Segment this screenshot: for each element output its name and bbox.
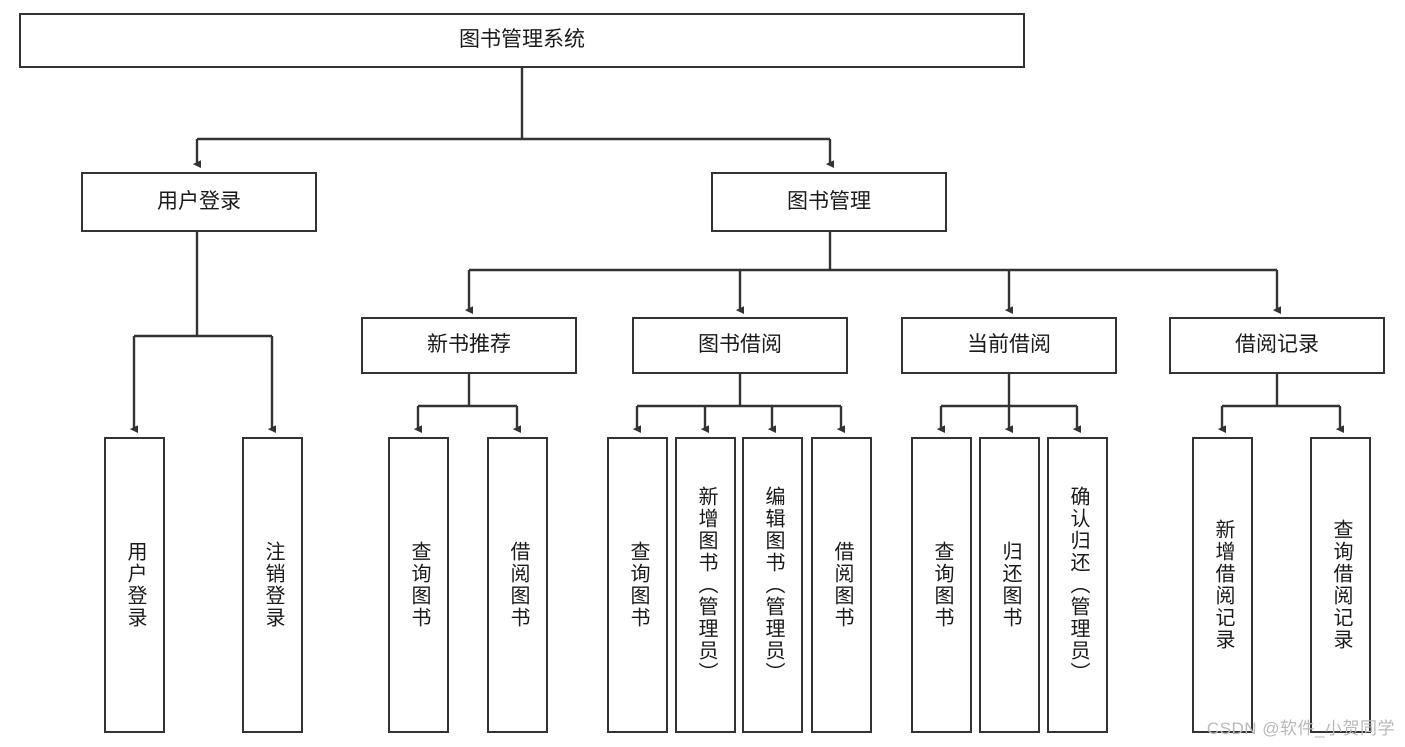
node-leaf-query-book-3-label: 查询图书: [931, 541, 953, 629]
node-book-borrow-label: 图书借阅: [698, 333, 782, 357]
node-leaf-borrow-book-1-label: 借阅图书: [507, 541, 529, 629]
node-user-login-label: 用户登录: [157, 189, 241, 213]
node-leaf-edit-book[interactable]: 编辑图书（管理员）: [742, 437, 803, 733]
node-leaf-borrow-book-2[interactable]: 借阅图书: [811, 437, 872, 733]
node-leaf-add-book[interactable]: 新增图书（管理员）: [675, 437, 736, 733]
node-leaf-query-book-2[interactable]: 查询图书: [607, 437, 668, 733]
node-borrow-record-label: 借阅记录: [1235, 333, 1319, 357]
node-leaf-borrow-book-2-label: 借阅图书: [831, 541, 853, 629]
node-book-borrow[interactable]: 图书借阅: [632, 317, 848, 374]
node-leaf-logout-login[interactable]: 注销登录: [242, 437, 303, 733]
node-new-book-recommend-label: 新书推荐: [427, 333, 511, 357]
node-leaf-return-book[interactable]: 归还图书: [979, 437, 1040, 733]
node-book-management[interactable]: 图书管理: [711, 172, 947, 232]
node-leaf-return-book-label: 归还图书: [999, 541, 1021, 629]
node-leaf-add-record[interactable]: 新增借阅记录: [1192, 437, 1253, 733]
node-root-label: 图书管理系统: [459, 28, 585, 52]
node-leaf-query-book-1-label: 查询图书: [408, 541, 430, 629]
node-leaf-query-book-2-label: 查询图书: [627, 541, 649, 629]
node-root[interactable]: 图书管理系统: [19, 13, 1025, 68]
node-leaf-user-login[interactable]: 用户登录: [104, 437, 165, 733]
node-leaf-confirm-return-label: 确认归还（管理员）: [1067, 486, 1089, 684]
node-user-login[interactable]: 用户登录: [81, 172, 317, 232]
node-new-book-recommend[interactable]: 新书推荐: [361, 317, 577, 374]
node-leaf-confirm-return[interactable]: 确认归还（管理员）: [1047, 437, 1108, 733]
node-leaf-user-login-label: 用户登录: [124, 541, 146, 629]
node-current-borrow-label: 当前借阅: [967, 333, 1051, 357]
csdn-watermark: CSDN @软件_小贺同学: [1206, 719, 1395, 738]
node-book-management-label: 图书管理: [787, 189, 871, 213]
node-leaf-query-record[interactable]: 查询借阅记录: [1310, 437, 1371, 733]
node-leaf-edit-book-label: 编辑图书（管理员）: [762, 486, 784, 684]
node-leaf-query-record-label: 查询借阅记录: [1330, 519, 1352, 651]
node-leaf-add-record-label: 新增借阅记录: [1212, 519, 1234, 651]
node-leaf-query-book-3[interactable]: 查询图书: [911, 437, 972, 733]
node-borrow-record[interactable]: 借阅记录: [1169, 317, 1385, 374]
node-leaf-borrow-book-1[interactable]: 借阅图书: [487, 437, 548, 733]
node-current-borrow[interactable]: 当前借阅: [901, 317, 1117, 374]
node-leaf-query-book-1[interactable]: 查询图书: [388, 437, 449, 733]
node-leaf-logout-login-label: 注销登录: [262, 541, 284, 629]
node-leaf-add-book-label: 新增图书（管理员）: [695, 486, 717, 684]
